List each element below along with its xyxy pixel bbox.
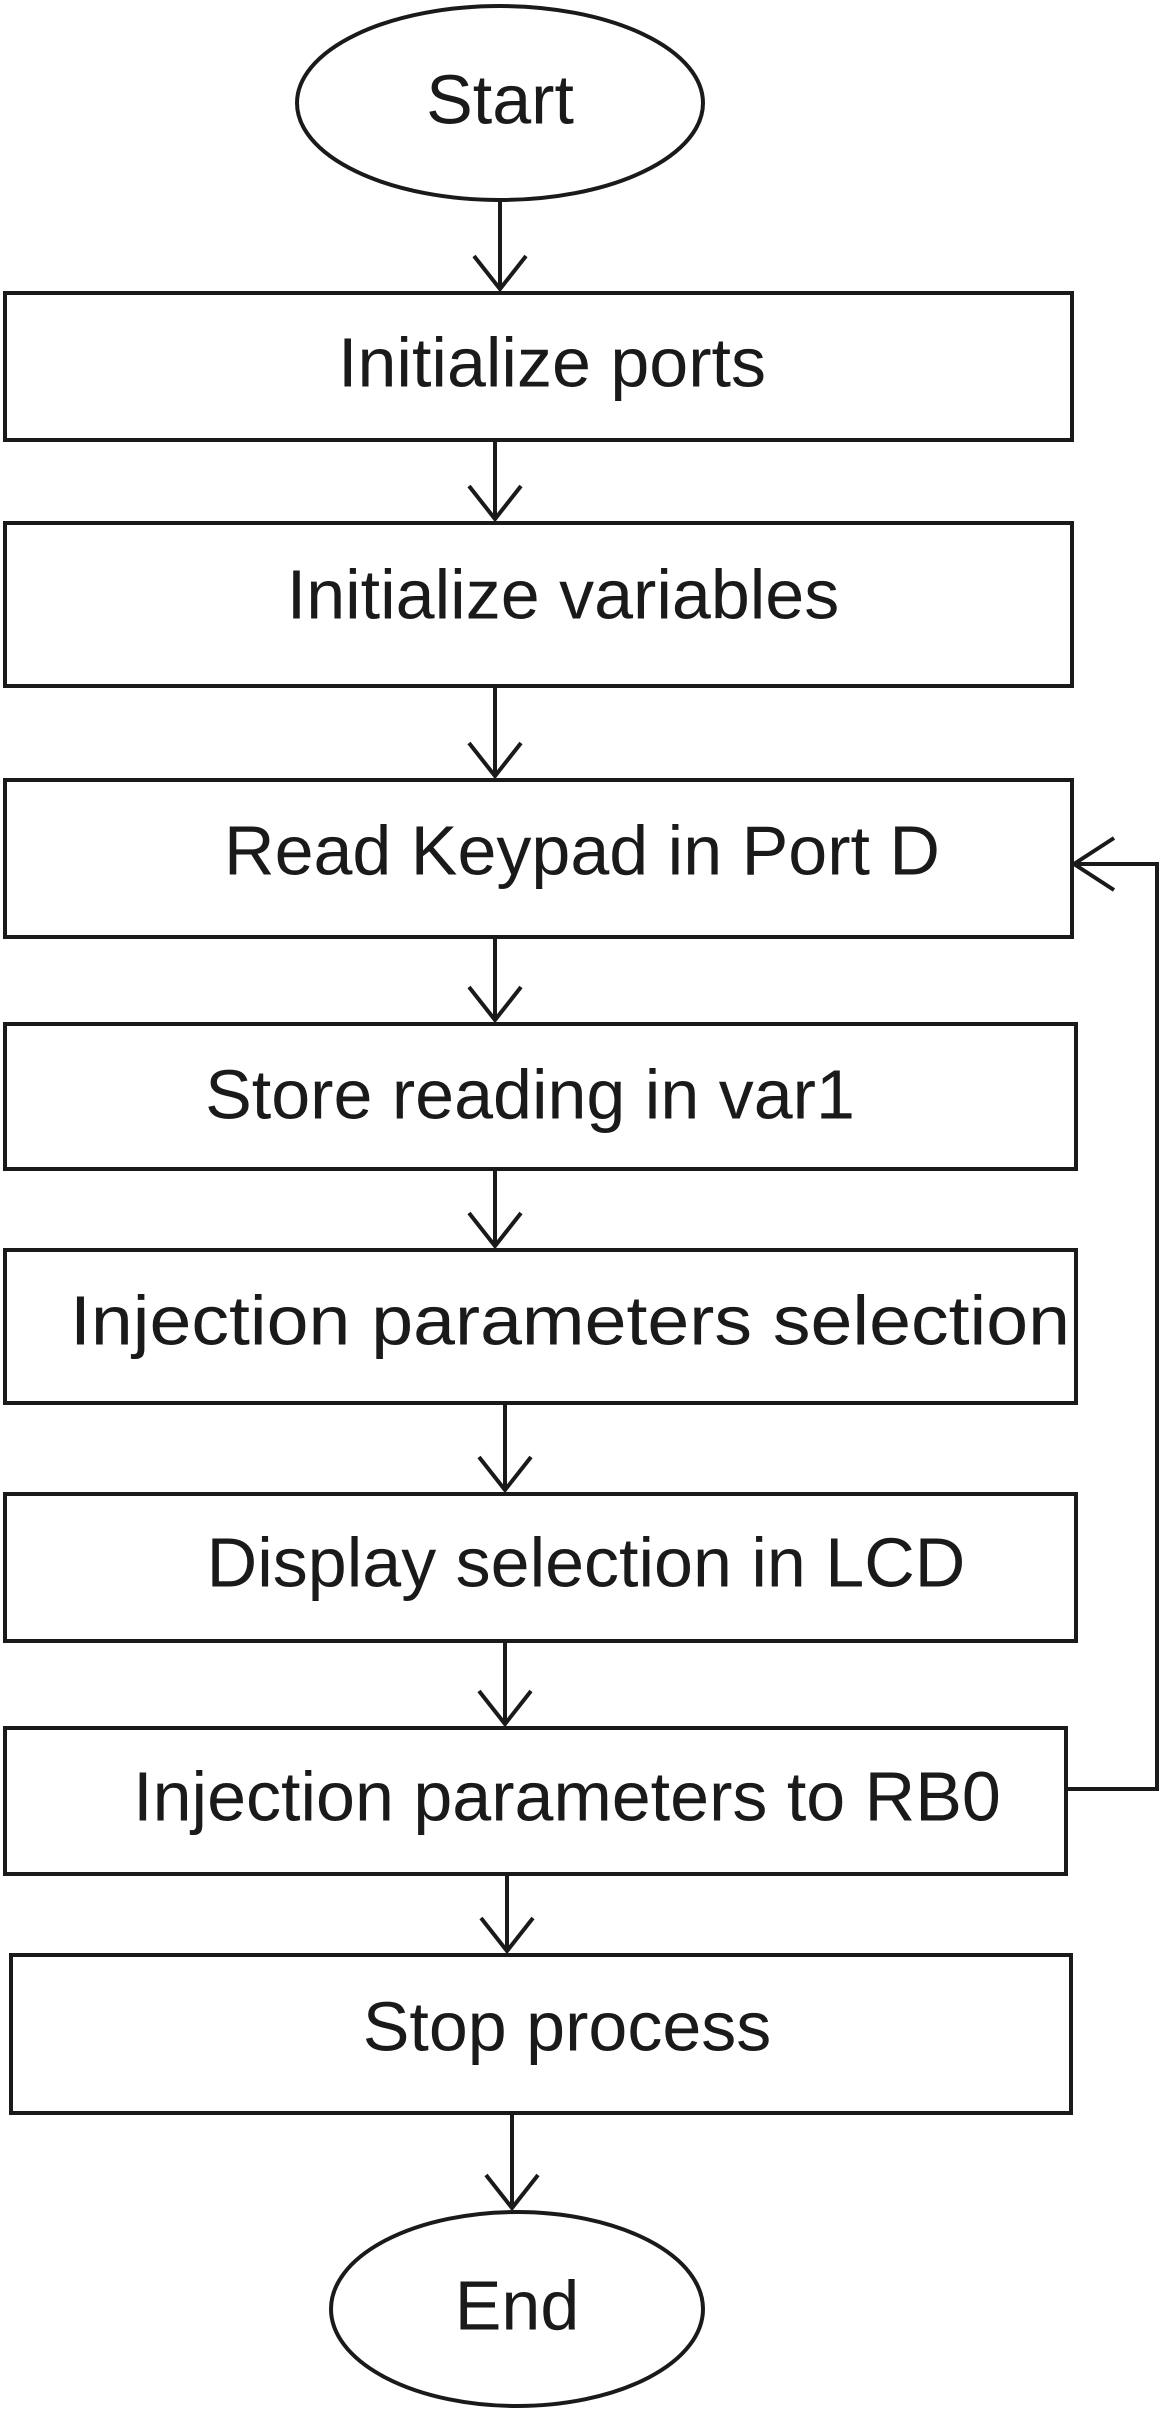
process-box <box>3 1248 1078 1405</box>
end-terminal: End <box>329 2210 705 2408</box>
start-label: Start <box>426 60 574 138</box>
arrow-start-to-init-ports <box>472 200 528 293</box>
arrow-display-to-parameters-rb0 <box>477 1641 533 1728</box>
loop-arrow-rb0-to-read-keypad <box>1066 836 1159 1791</box>
step-label: Stop process <box>363 1987 772 2065</box>
step-label: Store reading in var1 <box>205 1055 855 1133</box>
step-label: Injection parameters selection <box>70 1281 1070 1359</box>
process-step-stop-process: Stop process <box>9 1953 1073 2115</box>
process-step-injection-parameters-to-rb0: Injection parameters to RB0 <box>3 1726 1068 1876</box>
process-box <box>9 1953 1073 2115</box>
end-label: End <box>455 2266 580 2344</box>
process-step-display-selection: Display selection in LCD <box>3 1492 1078 1643</box>
arrow-parameters-rb0-to-stop <box>479 1874 535 1955</box>
process-box <box>3 291 1074 442</box>
process-step-read-keypad: Read Keypad in Port D <box>3 778 1074 939</box>
process-step-initialize-variables: Initialize variables <box>3 521 1074 688</box>
arrow-read-keypad-to-store-reading <box>467 937 523 1024</box>
process-step-initialize-ports: Initialize ports <box>3 291 1074 442</box>
step-label: Injection parameters to RB0 <box>133 1757 1001 1835</box>
step-label: Initialize variables <box>287 555 839 633</box>
step-label: Initialize ports <box>338 323 766 401</box>
arrow-store-reading-to-parameters-selection <box>467 1169 523 1250</box>
arrow-init-variables-to-read-keypad <box>467 686 523 780</box>
arrow-init-ports-to-init-variables <box>467 440 523 523</box>
process-box <box>3 1492 1078 1643</box>
arrow-parameters-selection-to-display <box>477 1403 533 1494</box>
process-step-injection-parameters-selection: Injection parameters selection <box>3 1248 1078 1405</box>
arrow-stop-to-end <box>484 2113 540 2212</box>
process-box <box>3 521 1074 688</box>
step-label: Display selection in LCD <box>207 1523 966 1601</box>
process-step-store-reading: Store reading in var1 <box>3 1022 1078 1171</box>
process-box <box>3 778 1074 939</box>
step-label: Read Keypad in Port D <box>224 811 940 889</box>
end-ellipse <box>329 2210 705 2408</box>
start-terminal: Start <box>295 4 705 202</box>
process-box <box>3 1022 1078 1171</box>
process-box <box>3 1726 1068 1876</box>
